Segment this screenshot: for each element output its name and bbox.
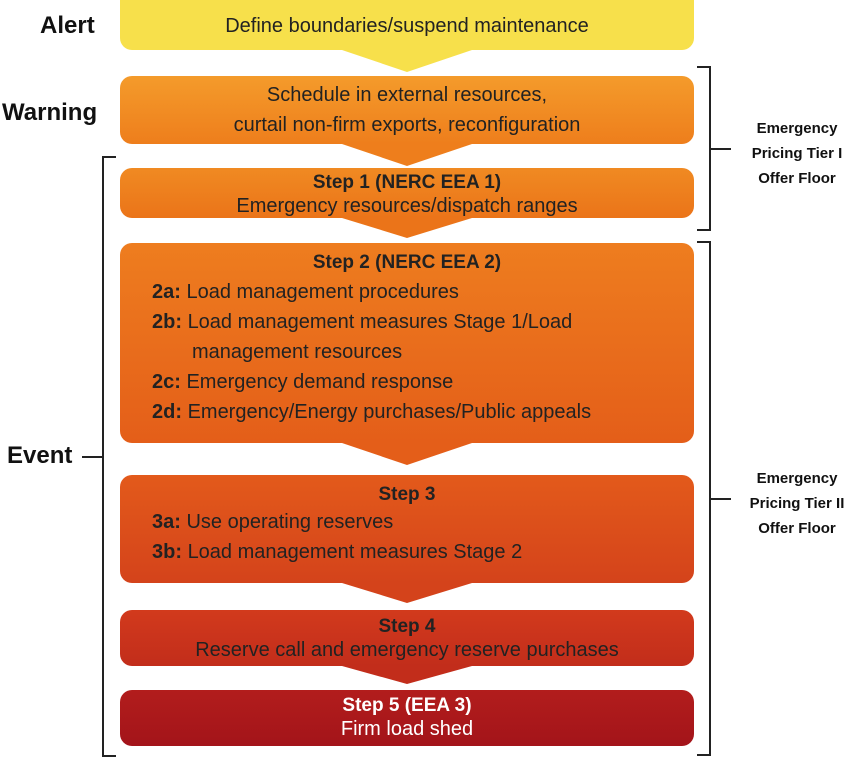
step2-item-2c: 2c: Emergency demand response <box>152 371 454 393</box>
step5-title: Step 5 (EEA 3) <box>342 695 472 716</box>
step5-text: Firm load shed <box>340 718 474 740</box>
tier1-connector-line <box>711 148 731 150</box>
arrow-step3 <box>342 583 472 603</box>
event-bracket <box>102 156 116 757</box>
step3-box: Step 3 3a: Use operating reserves 3b: Lo… <box>120 475 694 583</box>
level-label-alert: Alert <box>40 12 95 39</box>
event-connector-line <box>82 456 102 458</box>
step2-item-2a: 2a: Load management procedures <box>152 281 459 303</box>
tier1-label: Emergency Pricing Tier I Offer Floor <box>751 120 843 187</box>
step3-item-3b: 3b: Load management measures Stage 2 <box>152 541 523 563</box>
tier2-bracket <box>697 241 711 756</box>
arrow-step4 <box>342 666 472 684</box>
level-label-event: Event <box>7 442 73 469</box>
step1-box: Step 1 (NERC EEA 1) Emergency resources/… <box>120 168 694 218</box>
step3-item-3a: 3a: Use operating reserves <box>152 511 394 533</box>
alert-box: Define boundaries/suspend maintenance <box>120 0 694 50</box>
step4-text: Reserve call and emergency reserve purch… <box>195 639 619 661</box>
step2-item-2b: 2b: Load management measures Stage 1/Loa… <box>152 311 573 333</box>
step2-item-2b-cont: management resources <box>192 341 403 363</box>
step3-title: Step 3 <box>378 484 436 505</box>
step1-text: Emergency resources/dispatch ranges <box>236 195 578 217</box>
tier2-label: Emergency Pricing Tier II Offer Floor <box>749 470 845 537</box>
step2-item-2d: 2d: Emergency/Energy purchases/Public ap… <box>152 401 592 423</box>
step4-box: Step 4 Reserve call and emergency reserv… <box>120 610 694 666</box>
warning-box: Schedule in external resources, curtail … <box>120 76 694 144</box>
step2-title: Step 2 (NERC EEA 2) <box>312 252 502 273</box>
step5-box: Step 5 (EEA 3) Firm load shed <box>120 690 694 746</box>
arrow-step1 <box>342 218 472 238</box>
tier1-bracket <box>697 66 711 231</box>
arrow-step2 <box>342 443 472 465</box>
arrow-alert <box>342 50 472 72</box>
warning-text-line1: Schedule in external resources, <box>266 84 548 106</box>
step4-title: Step 4 <box>378 616 436 637</box>
step2-box: Step 2 (NERC EEA 2) 2a: Load management … <box>120 243 694 443</box>
alert-text: Define boundaries/suspend maintenance <box>225 15 589 37</box>
tier2-connector-line <box>711 498 731 500</box>
arrow-warning <box>342 144 472 166</box>
warning-text-line2: curtail non-firm exports, reconfiguratio… <box>233 114 581 136</box>
step1-title: Step 1 (NERC EEA 1) <box>312 172 502 193</box>
level-label-warning: Warning <box>2 99 98 126</box>
